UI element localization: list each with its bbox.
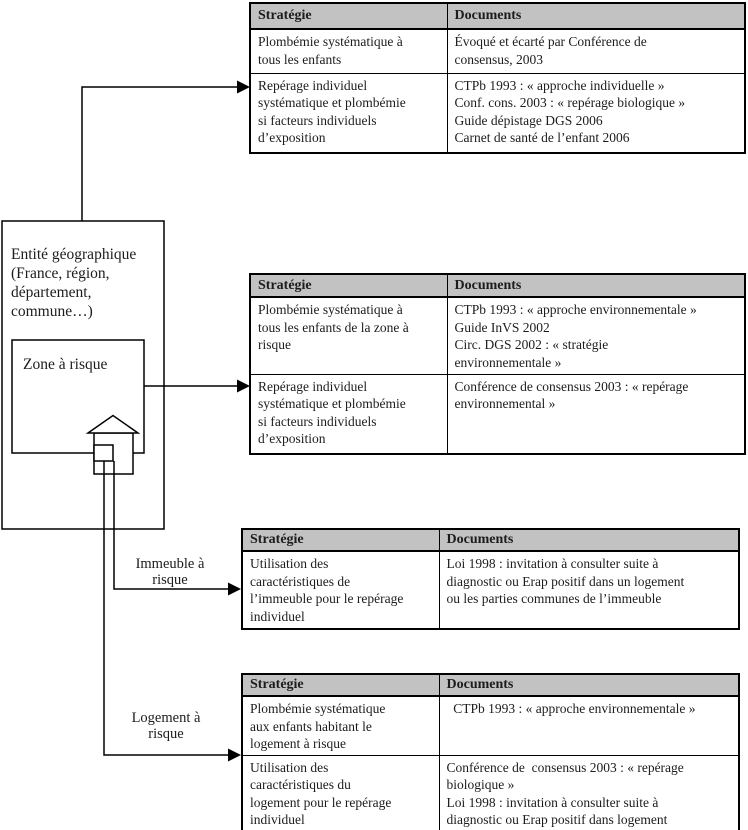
strategy-cell: Plombémie systématique à tous les enfant… <box>249 296 448 375</box>
table-row: Utilisation des caractéristiques du loge… <box>241 754 740 830</box>
documents-cell: Conférence de consensus 2003 : « repérag… <box>446 373 746 455</box>
strategy-cell: Utilisation des caractéristiques de l’im… <box>241 550 440 630</box>
arrow-to-building-table <box>113 461 241 596</box>
documents-cell: Conférence de consensus 2003 : « repérag… <box>438 754 740 830</box>
strategy-cell: Plombémie systématique à tous les enfant… <box>249 28 448 74</box>
strategy-cell: Repérage individuel systématique et plom… <box>249 72 448 154</box>
table-row: Repérage individuel systématique et plom… <box>249 72 746 154</box>
documents-cell: CTPb 1993 : « approche environnementale … <box>446 296 746 375</box>
strategie-header: Stratégie <box>249 2 448 30</box>
national-strategy-table: Stratégie Documents Plombémie systématiq… <box>249 2 746 154</box>
table-header-row: Stratégie Documents <box>241 673 740 697</box>
dwelling-risk-label: Logement à risque <box>131 710 201 742</box>
documents-header: Documents <box>446 273 746 298</box>
table-row: Utilisation des caractéristiques de l’im… <box>241 550 740 630</box>
documents-cell: CTPb 1993 : « approche individuelle » Co… <box>446 72 746 154</box>
documents-header: Documents <box>446 2 746 30</box>
strategie-header: Stratégie <box>241 673 440 697</box>
table-header-row: Stratégie Documents <box>241 528 740 552</box>
table-row: Repérage individuel systématique et plom… <box>249 373 746 455</box>
documents-cell: Loi 1998 : invitation à consulter suite … <box>438 550 740 630</box>
house-icon <box>85 414 141 475</box>
table-row: Plombémie systématique aux enfants habit… <box>241 695 740 756</box>
strategy-cell: Utilisation des caractéristiques du loge… <box>241 754 440 830</box>
documents-header: Documents <box>438 528 740 552</box>
table-header-row: Stratégie Documents <box>249 2 746 30</box>
building-strategy-table: Stratégie Documents Utilisation des cara… <box>241 528 740 630</box>
strategy-cell: Repérage individuel systématique et plom… <box>249 373 448 455</box>
arrow-to-national-table <box>81 80 250 221</box>
building-risk-label: Immeuble à risque <box>135 556 205 588</box>
entity-label: Entité géographique (France, région, dép… <box>11 246 137 320</box>
arrow-to-dwelling-table <box>103 461 241 762</box>
dwelling-strategy-table: Stratégie Documents Plombémie systématiq… <box>241 673 740 830</box>
documents-cell: Évoqué et écarté par Conférence de conse… <box>446 28 746 74</box>
documents-cell: CTPb 1993 : « approche environnementale … <box>438 695 740 756</box>
strategie-header: Stratégie <box>249 273 448 298</box>
table-row: Plombémie systématique à tous les enfant… <box>249 28 746 74</box>
zone-label: Zone à risque <box>23 356 108 373</box>
arrow-to-zone-table <box>144 379 250 393</box>
table-header-row: Stratégie Documents <box>249 273 746 298</box>
zone-strategy-table: Stratégie Documents Plombémie systématiq… <box>249 273 746 455</box>
documents-header: Documents <box>438 673 740 697</box>
table-row: Plombémie systématique à tous les enfant… <box>249 296 746 375</box>
strategy-cell: Plombémie systématique aux enfants habit… <box>241 695 440 756</box>
strategie-header: Stratégie <box>241 528 440 552</box>
